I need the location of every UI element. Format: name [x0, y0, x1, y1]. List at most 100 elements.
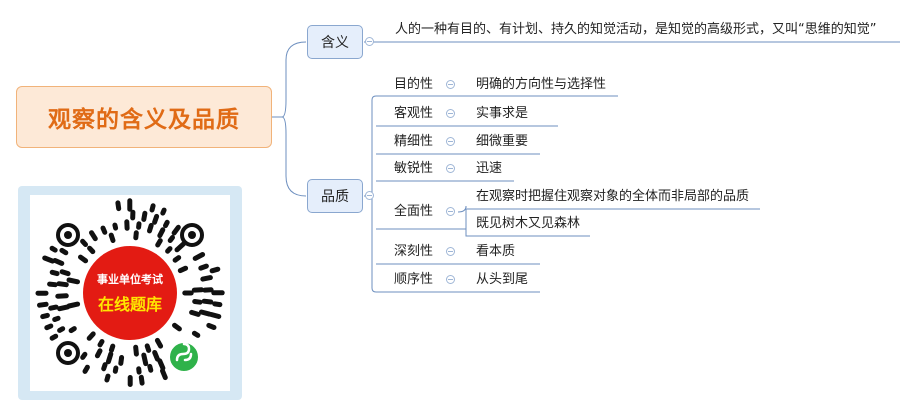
qr-dash	[112, 365, 119, 374]
qr-dash	[49, 245, 58, 253]
qr-dash	[52, 315, 61, 322]
qr-dash	[56, 281, 69, 288]
collapse-toggle-icon[interactable]	[446, 164, 455, 173]
qr-dash	[191, 330, 201, 338]
collapse-toggle-icon[interactable]	[365, 37, 374, 46]
qr-dash	[141, 352, 149, 367]
collapse-toggle-icon[interactable]	[446, 207, 455, 216]
qr-dash	[198, 263, 209, 271]
qr-dash	[157, 227, 166, 239]
qr-dash	[80, 351, 88, 360]
qr-dash	[87, 245, 96, 255]
qr-dash	[49, 333, 59, 341]
qr-dash	[52, 258, 65, 266]
qr-dash	[112, 222, 119, 231]
quality-item-desc-secondary[interactable]: 既见树木又见森林	[476, 216, 581, 231]
qr-dash	[86, 331, 96, 341]
qr-dash	[167, 235, 175, 243]
qr-dash	[57, 304, 71, 312]
quality-item-desc[interactable]: 看本质	[476, 244, 516, 259]
qr-dash	[59, 269, 71, 277]
qr-dash	[89, 230, 98, 242]
quality-item-name[interactable]: 深刻性	[394, 244, 434, 259]
qr-dash	[80, 238, 88, 247]
qr-dash	[118, 355, 125, 366]
qr-dash	[42, 255, 55, 264]
quality-item-desc[interactable]: 从头到尾	[476, 272, 529, 287]
qr-dash	[100, 225, 108, 235]
qr-dash	[149, 203, 156, 213]
qr-dash	[133, 344, 139, 357]
qr-dash	[157, 358, 166, 371]
qr-dash	[152, 350, 160, 362]
branch-node-quality[interactable]: 品质	[307, 179, 363, 213]
qr-dash	[59, 247, 69, 256]
quality-item-name[interactable]: 顺序性	[394, 272, 434, 287]
meaning-text: 人的一种有目的、有计划、持久的知觉活动，是知觉的高级形式，又叫“思维的知觉”	[395, 22, 877, 37]
quality-item-name[interactable]: 敏锐性	[394, 161, 434, 176]
quality-item-name[interactable]: 客观性	[394, 106, 434, 121]
qr-code-panel: 事业单位考试 在线题库	[18, 186, 242, 400]
qr-dash	[108, 343, 116, 353]
qr-dash	[147, 222, 154, 234]
qr-center-badge	[83, 246, 177, 340]
qr-dash	[49, 269, 60, 277]
qr-dash	[48, 304, 59, 311]
quality-item-desc[interactable]: 在观察时把握住观察对象的全体而非局部的品质	[476, 189, 750, 204]
qr-dash	[174, 241, 186, 253]
collapse-toggle-icon[interactable]	[446, 275, 455, 284]
quality-item-desc[interactable]: 实事求是	[476, 106, 529, 121]
collapse-toggle-icon[interactable]	[365, 191, 374, 200]
qr-dash	[78, 254, 89, 264]
qr-dash	[147, 363, 154, 373]
qr-dash	[152, 213, 160, 225]
qr-dash	[40, 312, 50, 320]
qr-dash	[44, 323, 54, 331]
qr-dash	[198, 309, 212, 317]
qr-caption-line2: 在线题库	[97, 295, 162, 314]
qr-dash	[68, 326, 77, 334]
qr-dash	[177, 265, 189, 274]
collapse-toggle-icon[interactable]	[446, 137, 455, 146]
qr-dash	[104, 373, 111, 383]
branch-node-meaning[interactable]: 含义	[307, 25, 363, 59]
qr-finder-eyes	[56, 223, 204, 365]
qr-dash	[192, 299, 203, 305]
quality-item-desc[interactable]: 细微重要	[476, 134, 529, 149]
collapse-toggle-icon[interactable]	[446, 80, 455, 89]
qr-dash	[37, 301, 49, 308]
qr-dash	[66, 277, 80, 285]
qr-dash	[57, 326, 66, 333]
quality-item-desc[interactable]: 迅速	[476, 161, 503, 176]
qr-dash	[165, 246, 173, 254]
collapse-toggle-icon[interactable]	[446, 247, 455, 256]
qr-dash	[101, 362, 108, 372]
quality-item-desc[interactable]: 明确的方向性与选择性	[476, 77, 607, 92]
root-title: 观察的含义及品质	[48, 107, 240, 133]
mini-program-icon	[168, 341, 200, 373]
quality-item-name[interactable]: 全面性	[394, 204, 434, 219]
qr-dash	[138, 374, 145, 386]
qr-code[interactable]: 事业单位考试 在线题库	[30, 195, 230, 391]
root-node[interactable]: 观察的含义及品质	[16, 86, 272, 148]
branch-label-quality: 品质	[321, 189, 349, 205]
qr-dash	[160, 207, 167, 216]
qr-caption-line1: 事业单位考试	[97, 273, 163, 286]
qr-dash	[94, 348, 103, 359]
quality-item-name[interactable]: 精细性	[394, 134, 434, 149]
qr-dash	[144, 343, 152, 353]
qr-dash	[206, 322, 217, 330]
collapse-toggle-icon[interactable]	[446, 109, 455, 118]
qr-dash	[208, 312, 222, 319]
branch-label-meaning: 含义	[321, 35, 349, 51]
qr-dash	[192, 252, 206, 261]
qr-dash	[189, 309, 201, 317]
qr-dash	[155, 238, 163, 248]
qr-dash	[154, 337, 164, 349]
qr-dash	[133, 230, 139, 241]
qr-dash	[105, 351, 114, 365]
qr-dash	[108, 232, 116, 243]
qr-dash	[47, 281, 58, 288]
qr-dash	[160, 368, 168, 381]
quality-item-name[interactable]: 目的性	[394, 77, 434, 92]
